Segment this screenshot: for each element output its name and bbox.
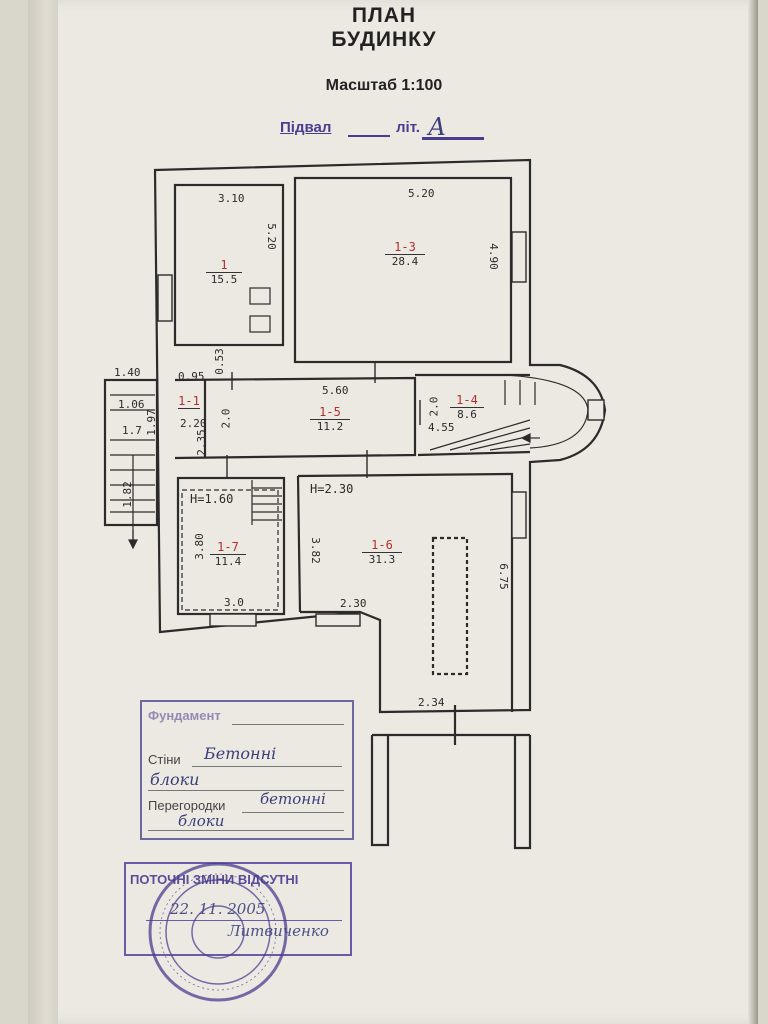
room-1-area: 15.5: [210, 273, 238, 286]
dim-230: 2.30: [340, 597, 367, 610]
dim-220: 2.20: [180, 417, 207, 430]
dim-560: 5.60: [322, 384, 349, 397]
plan-title-line1: ПЛАН: [351, 4, 417, 27]
dim-095: 0.95: [178, 370, 205, 383]
room-1-7: 1-7 11.4: [210, 540, 246, 568]
height-160: H=1.60: [190, 492, 234, 506]
room-1-1: 1-1: [178, 394, 200, 409]
room-1-5: 1-5 11.2: [310, 405, 350, 433]
dim-106: 1.06: [118, 398, 145, 411]
room-1-4-id: 1-4: [450, 393, 484, 408]
room-1-4-area: 8.6: [457, 408, 477, 421]
height-230: H=2.30: [310, 482, 354, 496]
walls-value: Бетонні: [204, 744, 277, 763]
walls-label: Стіни: [148, 752, 181, 767]
floor-label: Підвал: [280, 119, 332, 136]
room-1-3: 1-3 28.4: [385, 240, 425, 268]
floor-label-stamp: Підвал літ. А: [276, 113, 486, 141]
room-1-1-id: 1-1: [178, 394, 200, 409]
room-1-6: 1-6 31.3: [362, 538, 402, 566]
plan-title-line2: БУДИНКУ: [331, 28, 437, 51]
room-1-7-area: 11.4: [214, 555, 242, 568]
partitions-value-2: блоки: [178, 812, 225, 830]
dim-234: 2.34: [418, 696, 445, 709]
room-1-5-id: 1-5: [310, 405, 350, 420]
room-1-6-area: 31.3: [368, 553, 396, 566]
dim-455: 4.55: [428, 421, 455, 434]
changes-heading: ПОТОЧНІ ЗМІНИ ВІДСУТНІ: [130, 872, 299, 887]
dim-30: 3.0: [224, 596, 244, 609]
walls-value-2: блоки: [150, 770, 200, 789]
materials-stamp: Фундамент Стіни Бетонні блоки Перегородк…: [140, 700, 354, 840]
changes-date: 22. 11. 2005: [170, 900, 266, 918]
dim-140: 1.40: [114, 366, 141, 379]
room-1-5-area: 11.2: [316, 420, 344, 433]
partitions-value: бетонні: [260, 790, 326, 808]
changes-stamp: ПОТОЧНІ ЗМІНИ ВІДСУТНІ 22. 11. 2005 Литв…: [124, 862, 352, 956]
dim-520-horizontal: 5.20: [408, 187, 435, 200]
page-binding: [28, 0, 58, 1024]
floor-letter: А: [428, 113, 447, 141]
dim-17: 1.7: [122, 424, 142, 437]
room-1: 1 15.5: [206, 258, 242, 286]
changes-signature: Литвиченко: [228, 922, 329, 940]
room-1-3-area: 28.4: [391, 255, 419, 268]
room-1-7-id: 1-7: [210, 540, 246, 555]
partitions-label: Перегородки: [148, 798, 226, 813]
floor-suffix: літ.: [396, 119, 420, 136]
plan-scale: Масштаб 1:100: [325, 77, 443, 94]
room-1-id: 1: [206, 258, 242, 273]
foundation-label: Фундамент: [148, 708, 221, 723]
room-1-4: 1-4 8.6: [450, 393, 484, 421]
page-edge: [748, 0, 758, 1024]
dim-310: 3.10: [218, 192, 245, 205]
room-1-6-id: 1-6: [362, 538, 402, 553]
room-1-3-id: 1-3: [385, 240, 425, 255]
